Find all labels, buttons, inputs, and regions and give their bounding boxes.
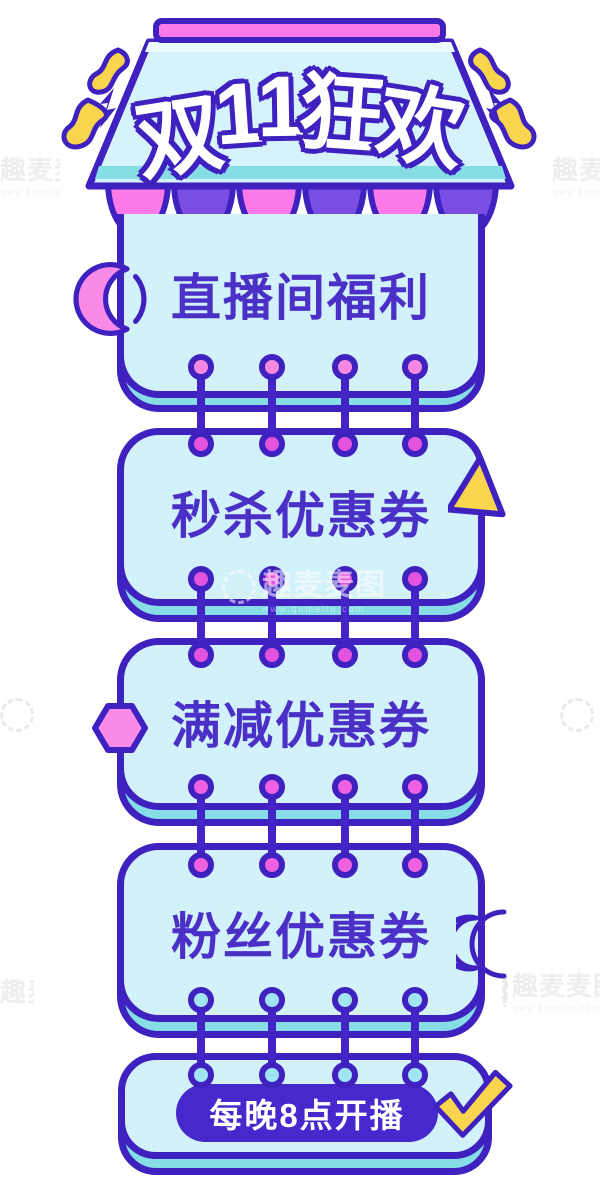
stitch-line [341, 787, 349, 865]
broadcast-time-label: 每晚8点开播 [209, 1097, 405, 1134]
stitch-line [268, 1000, 276, 1075]
stitch-dot [188, 987, 214, 1013]
stitch-dot [188, 431, 214, 457]
stitch-dot [402, 354, 428, 380]
triangle-yellow-icon [448, 455, 506, 518]
stitch-dot [332, 1062, 358, 1088]
stitch-dot [332, 354, 358, 380]
stitch-dot [332, 852, 358, 878]
spark-icon [486, 88, 502, 128]
stitch-dot [402, 1062, 428, 1088]
stitch-dot [332, 566, 358, 592]
stitch-line [341, 367, 349, 444]
stitch-line [197, 787, 205, 865]
hexagon-pink-icon [92, 703, 148, 753]
title-char: 欢 [367, 70, 474, 185]
roof-top-bar [153, 18, 446, 43]
card-live-room-benefits[interactable]: 直播间福利 [117, 214, 485, 398]
stitch-dot [188, 642, 214, 668]
stitch-dot [402, 852, 428, 878]
watermark-edge: 趣麦麦图 www.qumaitu.com [552, 155, 600, 197]
stitch-dot [188, 852, 214, 878]
crescent-moon-pink-icon [73, 262, 147, 336]
spark-icon [100, 88, 116, 128]
stitch-dot [259, 354, 285, 380]
shop-roof [85, 38, 515, 190]
stitch-dot [259, 1062, 285, 1088]
stitch-dot [402, 642, 428, 668]
stitch-dot [402, 431, 428, 457]
stitch-dot [188, 566, 214, 592]
stitch-line [268, 367, 276, 444]
stitch-line [341, 1000, 349, 1075]
stitch-dot [332, 642, 358, 668]
stitch-dot [332, 987, 358, 1013]
stitch-dot [332, 431, 358, 457]
stitch-line [341, 579, 349, 655]
watermark-logo-icon [560, 698, 594, 732]
stitch-dot [402, 774, 428, 800]
stitch-line [411, 579, 419, 655]
card-label: 直播间福利 [171, 269, 431, 326]
watermark-edge: 趣麦麦图 [0, 977, 34, 1007]
crescent-moon-yellow-icon [456, 909, 507, 979]
stitch-dot [188, 774, 214, 800]
stitch-dot [259, 852, 285, 878]
stitch-line [411, 1000, 419, 1075]
stitch-line [197, 579, 205, 655]
stitch-dot [188, 354, 214, 380]
stitch-line [197, 1000, 205, 1075]
card-spend-discount-coupon[interactable]: 满减优惠券 [117, 638, 485, 810]
card-label: 满减优惠券 [171, 698, 431, 754]
stitch-line [268, 579, 276, 655]
stitch-dot [259, 431, 285, 457]
stitch-dot [259, 987, 285, 1013]
broadcast-time-pill[interactable]: 每晚8点开播 [179, 1087, 435, 1139]
stitch-dot [402, 566, 428, 592]
checkmark-yellow-icon [433, 1069, 513, 1138]
watermark-edge: 趣麦麦图 www.qumaitu.com [0, 155, 60, 197]
stitch-line [268, 787, 276, 865]
stitch-line [411, 787, 419, 865]
stitch-dot [402, 987, 428, 1013]
stitch-dot [259, 566, 285, 592]
card-label: 粉丝优惠券 [171, 908, 431, 965]
card-label: 秒杀优惠券 [171, 488, 431, 544]
stitch-line [197, 367, 205, 444]
watermark-logo-icon [0, 698, 34, 732]
card-fan-coupon[interactable]: 粉丝优惠券 [117, 843, 485, 1022]
card-flash-sale-coupon[interactable]: 秒杀优惠券 [117, 428, 485, 606]
stitch-dot [332, 774, 358, 800]
stitch-dot [188, 1062, 214, 1088]
stitch-dot [259, 642, 285, 668]
stitch-dot [259, 774, 285, 800]
stitch-line [411, 367, 419, 444]
